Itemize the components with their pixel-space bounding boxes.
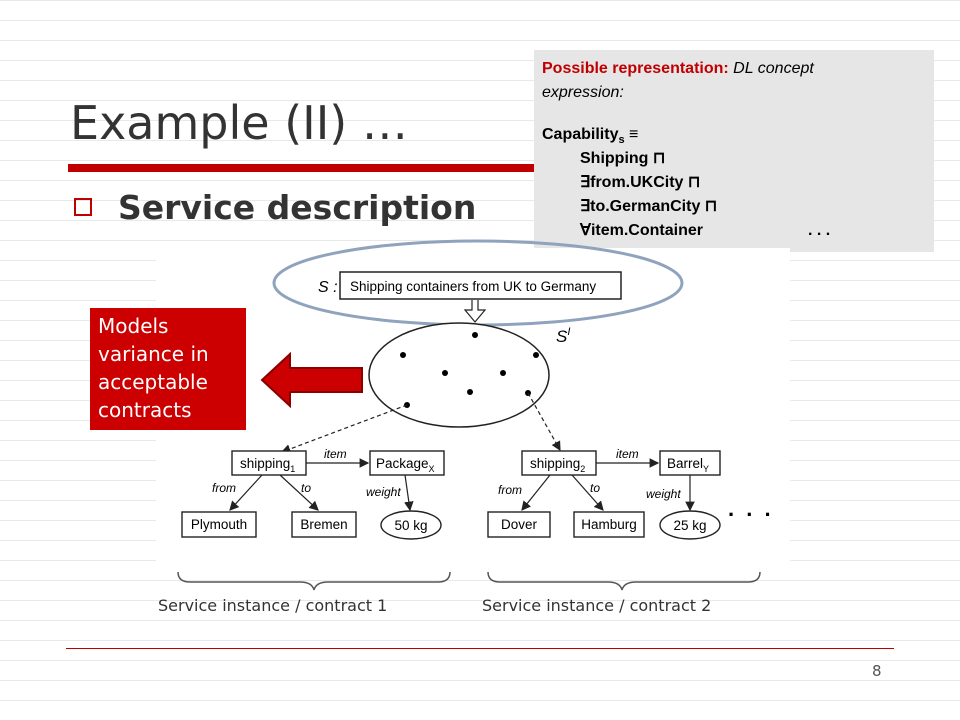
barrel-label: BarrelY: [667, 456, 709, 474]
si-label: SI: [556, 326, 570, 346]
title-underline-bar: [68, 164, 568, 172]
dover-node: [487, 511, 551, 538]
weight-edge-label-left: weight: [366, 485, 401, 499]
shipping2-node: [521, 450, 597, 476]
bremen-node: [291, 511, 357, 538]
caption-contract-2: Service instance / contract 2: [482, 596, 712, 615]
weight-edge-left: [404, 474, 414, 512]
item-edge-label-right: item: [616, 447, 639, 461]
bullet-service-description: Service description: [118, 188, 477, 227]
instance-dot: [500, 370, 506, 376]
weight-50kg-label: 50 kg: [394, 518, 427, 533]
shipping2-text: shipping: [530, 456, 580, 471]
barrel-text: Barrel: [667, 456, 703, 471]
capability-word: Capability: [542, 126, 619, 143]
to-edge-left: [279, 474, 319, 511]
caption-contract-1: Service instance / contract 1: [158, 596, 388, 615]
si-label-superscript: I: [567, 326, 570, 338]
hollow-down-arrow-icon: [463, 300, 487, 323]
instance-dot: [400, 352, 406, 358]
hamburg-label: Hamburg: [581, 517, 637, 532]
capability-subscript: s: [618, 134, 625, 147]
equivalence-symbol: ≡: [624, 126, 639, 143]
shipping1-subscript: 1: [290, 464, 295, 474]
weight-25kg-node: [659, 510, 721, 540]
to-edge-label-right: to: [590, 481, 600, 495]
red-left-arrow-icon: [260, 351, 363, 409]
brace-right-icon: [487, 571, 761, 591]
concept-line-2: ∃from.UKCity ⊓: [580, 174, 701, 191]
s-description-box: [339, 271, 622, 300]
concept-ellipsis: . . .: [808, 222, 831, 239]
square-bullet-icon: [74, 198, 92, 216]
shipping1-label: shipping1: [240, 456, 295, 474]
slide-title: Example (II) …: [70, 96, 408, 150]
s-description-text: Shipping containers from UK to Germany: [350, 279, 596, 294]
interpretation-set-ellipse: [368, 322, 550, 428]
brace-left-icon: [177, 571, 451, 591]
page-number: 8: [872, 662, 882, 680]
representation-heading-italic: DL concept: [728, 60, 814, 77]
capability-line: Capabilitys ≡: [542, 124, 638, 151]
package-label: PackageX: [376, 456, 435, 474]
dover-label: Dover: [501, 517, 538, 532]
package-text: Package: [376, 456, 429, 471]
shipping2-subscript: 2: [580, 464, 585, 474]
representation-heading-line2: expression:: [542, 84, 624, 101]
instance-dot: [533, 352, 539, 358]
concept-line-4: ∀item.Container: [580, 222, 703, 239]
instance-link-left: [280, 404, 408, 454]
representation-heading-line1: Possible representation: DL concept: [542, 58, 814, 80]
from-edge-left: [229, 474, 263, 511]
package-subscript: X: [429, 464, 435, 474]
instance-link-right: [527, 392, 561, 452]
to-edge-label-left: to: [301, 481, 311, 495]
diagram-ellipsis: . . .: [728, 496, 774, 521]
weight-25kg-label: 25 kg: [673, 518, 706, 533]
package-node: [369, 450, 445, 476]
shipping1-node: [231, 450, 307, 476]
to-edge-right: [571, 474, 604, 511]
item-edge-label-left: item: [324, 447, 347, 461]
representation-box: Possible representation: DL concept expr…: [534, 50, 934, 252]
weight-50kg-node: [380, 510, 442, 540]
plymouth-label: Plymouth: [191, 517, 247, 532]
shipping1-text: shipping: [240, 456, 290, 471]
bremen-label: Bremen: [300, 517, 347, 532]
hamburg-node: [573, 511, 645, 538]
from-edge-label-left: from: [212, 481, 236, 495]
weight-edge-label-right: weight: [646, 487, 681, 501]
instance-dot: [467, 389, 473, 395]
representation-heading-bold: Possible representation:: [542, 60, 729, 77]
models-variance-callout: Models variance in acceptable contracts: [90, 308, 246, 430]
si-label-base: S: [556, 327, 568, 346]
instance-dot: [442, 370, 448, 376]
from-edge-right: [521, 474, 551, 511]
barrel-subscript: Y: [703, 464, 709, 474]
plymouth-node: [181, 511, 257, 538]
s-label: S :: [318, 279, 338, 296]
concept-line-1: Shipping ⊓: [580, 150, 666, 167]
instance-dot: [472, 332, 478, 338]
footer-rule: [66, 648, 894, 649]
from-edge-label-right: from: [498, 483, 522, 497]
shipping2-label: shipping2: [530, 456, 585, 474]
concept-line-3: ∃to.GermanCity ⊓: [580, 198, 718, 215]
